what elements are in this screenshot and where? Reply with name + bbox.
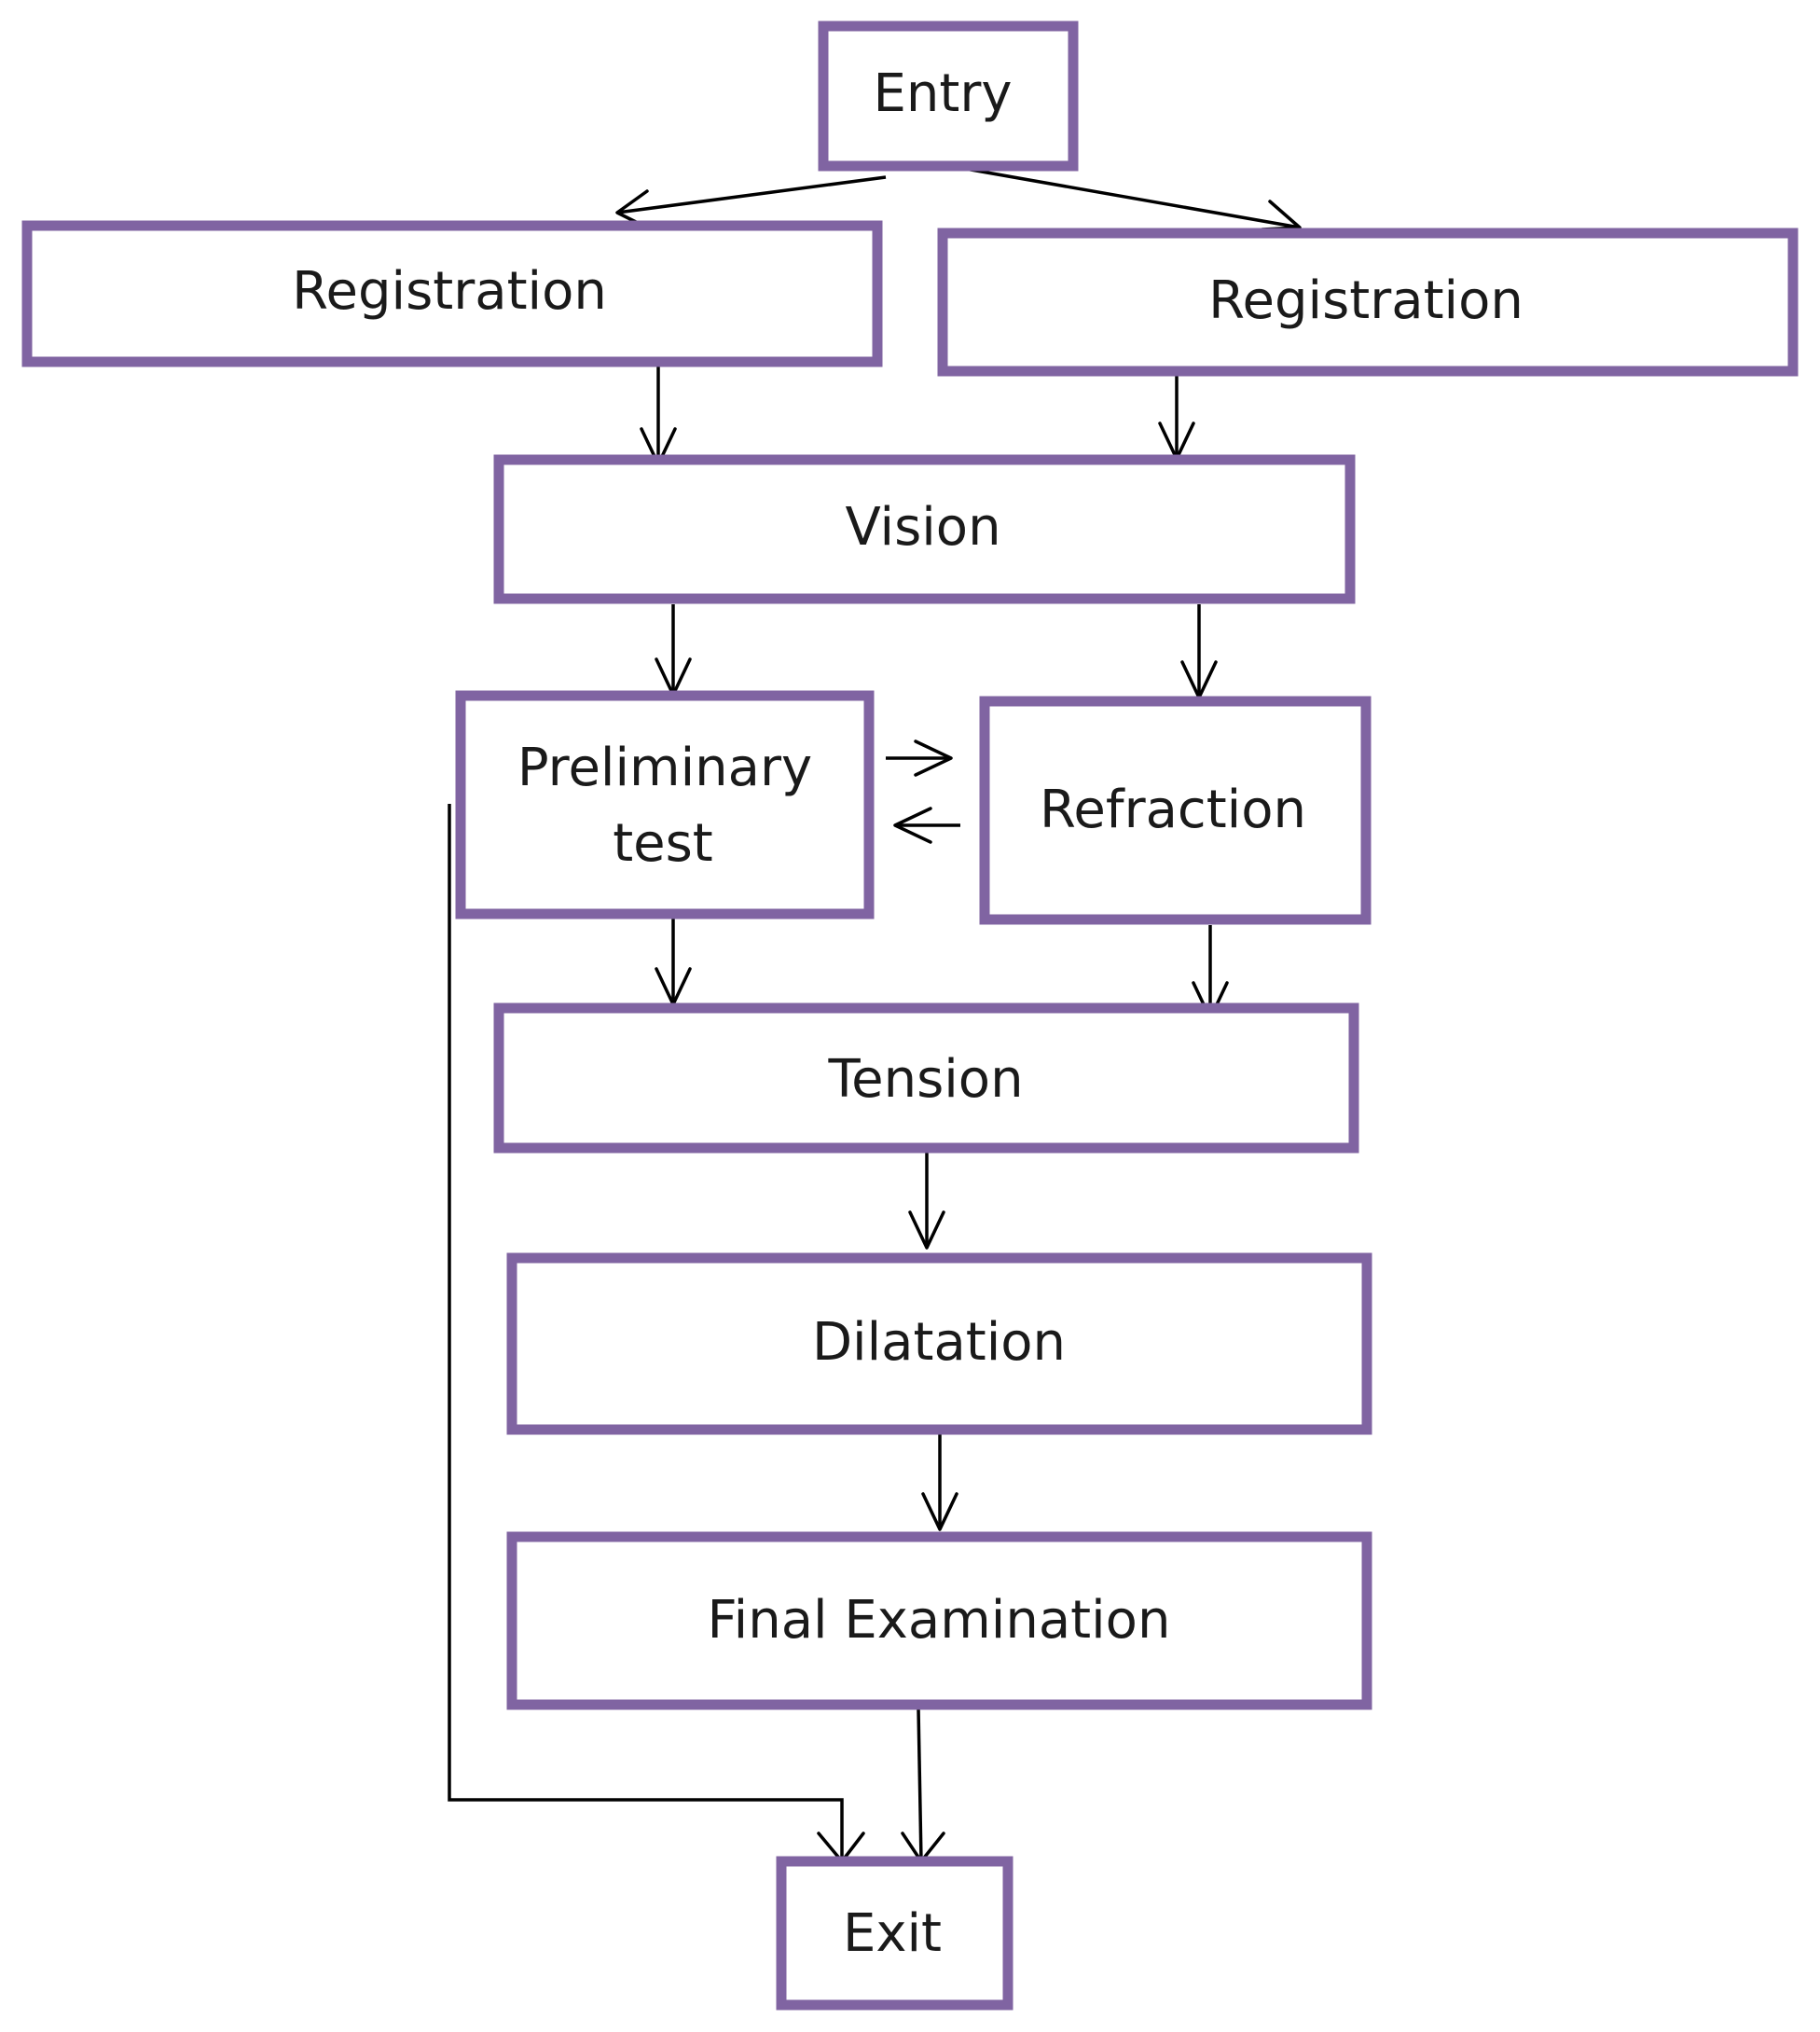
node-preliminary-test-label-line2: test [613,813,713,874]
node-preliminary-test: Preliminary test [455,690,875,919]
node-vision-box [493,454,1356,604]
node-refraction: Refraction [979,696,1372,925]
arrowhead-dilatation [908,1210,945,1250]
node-registration-left-label: Registration [292,261,607,322]
edge-entry-to-registration-left [616,175,887,214]
node-registration-left: Registration [21,220,883,367]
node-tension-box [493,1002,1359,1154]
node-tension: Tension [493,1002,1359,1154]
node-exit-box [776,1856,1013,2011]
node-registration-right-box [937,228,1799,377]
node-registration-left-box [21,220,883,367]
node-dilatation-box [506,1252,1372,1435]
node-preliminary-test-label-line1: Preliminary [517,738,812,798]
arrowhead-preliminary-side [893,807,932,844]
node-preliminary-test-box [455,690,875,919]
node-entry-box [818,21,1079,172]
edge-final-to-exit [917,1707,923,1862]
node-refraction-box [979,696,1372,925]
node-vision: Vision [493,454,1356,604]
node-exit: Exit [776,1856,1013,2011]
node-dilatation-label: Dilatation [812,1312,1066,1373]
connectors [448,166,1302,1863]
node-vision-label: Vision [845,497,1000,558]
node-final-examination: Final Examination [506,1531,1372,1710]
node-entry-label: Entry [874,63,1013,124]
node-refraction-label: Refraction [1040,780,1306,840]
node-registration-right-label: Registration [1208,270,1524,331]
node-entry: Entry [818,21,1079,172]
edge-preliminary-bypass-to-exit [448,804,844,1861]
arrowhead-refraction-side [914,740,953,777]
node-final-examination-box [506,1531,1372,1710]
node-final-examination-label: Final Examination [708,1590,1171,1651]
arrowhead-final-examination [921,1492,958,1531]
node-tension-label: Tension [827,1049,1023,1110]
node-dilatation: Dilatation [506,1252,1372,1435]
edge-entry-to-registration-right [959,166,1301,229]
node-registration-right: Registration [937,228,1799,377]
node-exit-label: Exit [843,1903,942,1964]
